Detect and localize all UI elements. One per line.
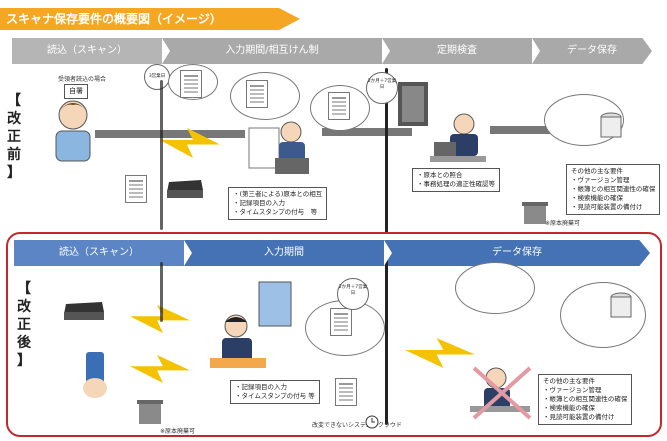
after-phase-input: 入力期間 bbox=[184, 240, 392, 266]
after-cloud-label: 改変できないシステム・クラウド bbox=[312, 422, 402, 429]
before-input-note: ・(第三者による)原本との相互 ・記録項目の入力 ・タイムスタンプの付与 等 bbox=[228, 187, 328, 220]
after-bubble-2months: 2か月＋7営業日 bbox=[337, 278, 369, 310]
document-icon bbox=[335, 378, 357, 406]
before-side-label: 【 改 正 前 】 bbox=[7, 93, 21, 181]
before-timeline-divider bbox=[385, 68, 388, 233]
after-timeline-divider-left bbox=[160, 262, 163, 322]
inspector-icon bbox=[430, 113, 486, 162]
worker-at-desk-icon bbox=[248, 121, 309, 174]
flow-arrow bbox=[322, 128, 412, 136]
worker-icon bbox=[210, 314, 266, 368]
before-phase-bar: 読込（スキャン） 入力期間/相互けん制 定期検査 データ保存 bbox=[12, 38, 652, 64]
server-icon bbox=[610, 292, 632, 318]
page-title: スキャナ保存要件の概要図（イメージ） bbox=[0, 8, 300, 30]
person-icon bbox=[55, 100, 91, 162]
document-icon bbox=[246, 80, 268, 108]
before-phase-inspection: 定期検査 bbox=[382, 38, 540, 64]
after-phase-scan: 読込（スキャン） bbox=[14, 240, 192, 266]
scanner-icon bbox=[64, 302, 104, 320]
document-icon bbox=[180, 70, 202, 98]
before-inspection-note: ・原本との照合 ・事務処理の適正性確認等 bbox=[412, 168, 500, 192]
trash-bin-icon bbox=[522, 202, 548, 224]
flow-arrow bbox=[490, 126, 550, 134]
before-phase-storage: データ保存 bbox=[532, 38, 652, 64]
document-icon bbox=[330, 308, 352, 336]
after-side-label: 【 改 正 後 】 bbox=[17, 281, 31, 369]
after-cloud-3 bbox=[560, 282, 646, 348]
before-bubble-3days: 3営業日 bbox=[144, 64, 170, 90]
receiver-label: 受領者読込の場合 bbox=[58, 76, 107, 83]
self-sign-label: 自署 bbox=[64, 84, 88, 99]
smartphone-icon bbox=[83, 352, 107, 398]
scanner-icon bbox=[167, 180, 203, 198]
after-cloud-2 bbox=[455, 262, 535, 314]
before-timeline-divider-left bbox=[160, 80, 163, 230]
after-phase-bar: 読込（スキャン） 入力期間 データ保存 bbox=[14, 240, 650, 266]
document-icon bbox=[328, 92, 350, 120]
after-requirements-note: その他の主な要件 ・ヴァージョン管理 ・帳簿との相互関連性の確保 ・検索機能の確… bbox=[538, 374, 633, 425]
server-icon bbox=[600, 112, 622, 138]
before-requirements-note: その他の主な要件 ・ヴァージョン管理 ・帳簿との相互関連性の確保 ・検索機能の確… bbox=[566, 164, 661, 215]
crossed-out-inspection-icon bbox=[470, 366, 532, 420]
before-bubble-2months: 2か月＋7営業日 bbox=[366, 72, 398, 104]
after-timeline-divider bbox=[385, 255, 388, 425]
trash-bin-icon bbox=[137, 400, 163, 424]
building-icon bbox=[258, 281, 292, 327]
document-icon bbox=[125, 175, 147, 203]
before-original-disposal: ※原本廃棄可 bbox=[545, 220, 581, 227]
after-input-note: ・記録項目の入力 ・タイムスタンプの付与 等 bbox=[230, 380, 320, 404]
before-phase-scan: 読込（スキャン） bbox=[12, 38, 170, 64]
after-original-disposal: ※原本廃棄可 bbox=[160, 428, 196, 435]
after-section bbox=[6, 232, 662, 437]
flow-arrow bbox=[95, 130, 245, 138]
binder-icon bbox=[398, 82, 428, 126]
after-phase-storage: データ保存 bbox=[384, 240, 650, 266]
clock-icon bbox=[365, 415, 379, 429]
before-phase-input: 入力期間/相互けん制 bbox=[162, 38, 390, 64]
